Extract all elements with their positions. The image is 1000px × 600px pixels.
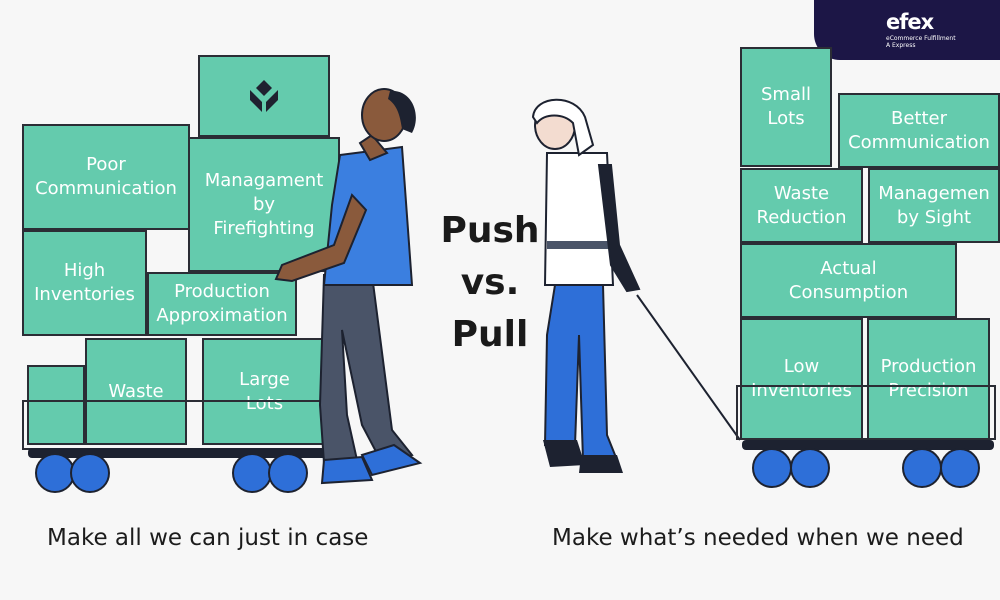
push-cart-wheel [268,453,308,493]
pull-cart-frame [736,385,996,440]
pull-cart-wheel [940,448,980,488]
vs-title: vs. [460,262,520,303]
box-small-lots: Small Lots [740,47,832,167]
box-high-inventories: High Inventories [22,230,147,336]
pull-worker-illustration [531,98,741,473]
pull-cart-base [742,440,994,450]
box-actual-consumption: Actual Consumption [740,243,957,318]
box-waste: Waste [85,338,187,445]
push-cart-wheel [35,453,75,493]
box-poor-communication: Poor Communication [22,124,190,230]
logo-brand: efex [886,10,934,34]
pull-cart-wheel [790,448,830,488]
box-small-blank [27,365,85,445]
tulip-icon [250,80,278,112]
box-production-approximation: Production Approximation [147,272,297,336]
push-cart-base [28,448,328,458]
push-cart-wheel [232,453,272,493]
pull-cart-wheel [902,448,942,488]
box-better-communication: Better Communication [838,93,1000,168]
box-low-inventories: Low Inventories [740,318,863,440]
push-worker-illustration [274,88,423,485]
push-title: Push [440,210,540,251]
box-waste-reduction: Waste Reduction [740,168,863,243]
push-caption: Make all we can just in case [47,525,369,551]
pull-title: Pull [451,314,529,355]
pull-cart-wheel [752,448,792,488]
box-management-firefighting: Managament by Firefighting [188,137,340,272]
tulip-logo-box [198,55,330,137]
pull-caption: Make what’s needed when we need [552,525,964,551]
logo-tagline: eCommerce Fulfillment A Express [886,35,956,49]
box-production-precision: Production Precision [867,318,990,440]
box-management-by-sight: Managemen by Sight [868,168,1000,243]
push-cart-wheel [70,453,110,493]
efex-logo: efex eCommerce Fulfillment A Express [814,0,1000,60]
